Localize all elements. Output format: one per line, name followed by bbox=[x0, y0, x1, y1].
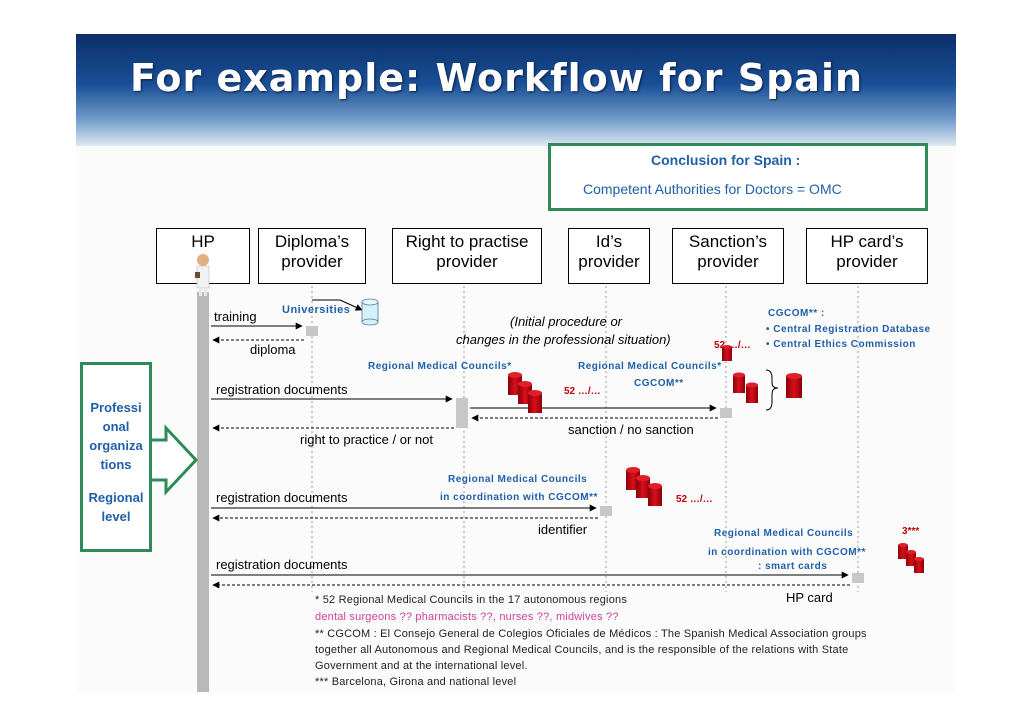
label-sanction: sanction / no sanction bbox=[568, 422, 694, 437]
activation-sanction bbox=[720, 408, 732, 418]
label-52-c: 52 …/… bbox=[676, 494, 713, 505]
lifelines bbox=[311, 286, 859, 592]
footnote-6: *** Barcelona, Girona and national level bbox=[315, 676, 517, 688]
label-training: training bbox=[214, 309, 257, 324]
lane-diploma-subtitle: provider bbox=[281, 252, 343, 271]
side-line-6: level bbox=[101, 509, 131, 524]
lane-ids-title: Id’s bbox=[595, 232, 623, 251]
db-cluster-1 bbox=[508, 372, 542, 413]
lane-right-to-practise: Right to practise provider bbox=[392, 228, 542, 284]
label-right-or-not: right to practice / or not bbox=[300, 432, 433, 447]
side-line-4: tions bbox=[100, 457, 132, 472]
db-cluster-5 bbox=[626, 467, 662, 506]
lane-card-subtitle: provider bbox=[836, 252, 898, 271]
lane-ids-subtitle: provider bbox=[578, 252, 640, 271]
db-cluster-3 bbox=[733, 372, 758, 403]
lane-card-provider: HP card’s provider bbox=[806, 228, 928, 284]
label-reg-docs-2: registration documents bbox=[216, 490, 348, 505]
conclusion-heading: Conclusion for Spain : bbox=[651, 152, 801, 168]
label-coord-3: in coordination with CGCOM** bbox=[440, 492, 598, 503]
activation-card bbox=[852, 573, 864, 583]
side-line-1: Professi bbox=[90, 400, 142, 415]
lane-sanction-title: Sanction’s bbox=[688, 232, 768, 251]
brace bbox=[765, 369, 779, 411]
db-cluster-6 bbox=[898, 543, 924, 573]
label-hp-card: HP card bbox=[786, 590, 833, 605]
label-cgcom-head: CGCOM** : bbox=[768, 308, 825, 319]
conclusion-text: Competent Authorities for Doctors = OMC bbox=[583, 181, 842, 197]
universities-db-icon bbox=[361, 298, 379, 326]
label-smart-cards: : smart cards bbox=[758, 561, 828, 572]
label-initial-2: changes in the professional situation) bbox=[456, 332, 671, 347]
hp-lifeline-bar bbox=[197, 292, 209, 692]
label-3-stars: 3*** bbox=[902, 526, 920, 537]
label-reg-docs-3: registration documents bbox=[216, 557, 348, 572]
label-52-a: 52 …/… bbox=[714, 340, 751, 351]
footnote-3: ** CGCOM : El Consejo General de Colegio… bbox=[315, 628, 867, 640]
lane-diploma-provider: Diploma’s provider bbox=[258, 228, 366, 284]
label-reg-docs-1: registration documents bbox=[216, 382, 348, 397]
lane-diploma-title: Diploma’s bbox=[274, 232, 350, 251]
slide-title: For example: Workflow for Spain bbox=[130, 56, 864, 100]
lane-sanction-provider: Sanction’s provider bbox=[672, 228, 784, 284]
label-52-b: 52 …/… bbox=[564, 386, 601, 397]
label-identifier: identifier bbox=[538, 522, 588, 537]
label-rmc-star-1: Regional Medical Councils* bbox=[368, 361, 512, 372]
label-rmc-4: Regional Medical Councils bbox=[714, 528, 854, 539]
footnote-1: * 52 Regional Medical Councils in the 17… bbox=[315, 594, 628, 606]
title-banner bbox=[76, 34, 956, 146]
label-rmc-3: Regional Medical Councils bbox=[448, 474, 588, 485]
footnote-2: dental surgeons ?? pharmacists ??, nurse… bbox=[315, 611, 619, 623]
activation-right bbox=[456, 398, 468, 428]
conclusion-box: Conclusion for Spain : Competent Authori… bbox=[548, 143, 928, 211]
db-cluster-4 bbox=[786, 373, 802, 398]
label-cgcom-2: CGCOM** bbox=[634, 378, 684, 389]
green-arrow bbox=[152, 424, 199, 496]
label-cgcom-reg: • Central Registration Database bbox=[766, 324, 931, 335]
lane-card-title: HP card’s bbox=[830, 232, 904, 251]
side-line-2: onal bbox=[102, 419, 130, 434]
doctor-icon bbox=[195, 254, 210, 296]
lane-right-subtitle: provider bbox=[436, 252, 498, 271]
lane-right-title: Right to practise bbox=[405, 232, 529, 251]
label-cgcom-eth: • Central Ethics Commission bbox=[766, 339, 916, 350]
side-box bbox=[80, 362, 152, 552]
db-cluster-2 bbox=[722, 345, 732, 361]
lane-sanction-subtitle: provider bbox=[697, 252, 759, 271]
label-coord-4: in coordination with CGCOM** bbox=[708, 547, 866, 558]
footnote-4: together all Autonomous and Regional Med… bbox=[315, 644, 849, 656]
label-initial-1: (Initial procedure or bbox=[510, 314, 622, 329]
lane-ids-provider: Id’s provider bbox=[568, 228, 650, 284]
activation-diploma bbox=[306, 326, 318, 336]
footnote-5: Government and at the international leve… bbox=[315, 660, 528, 672]
activation-ids bbox=[600, 506, 612, 516]
label-universities: Universities bbox=[282, 304, 351, 316]
label-diploma: diploma bbox=[250, 342, 296, 357]
side-line-5: Regional bbox=[88, 490, 144, 505]
lane-hp-title: HP bbox=[191, 232, 215, 251]
arrow-univ-db bbox=[339, 299, 363, 311]
label-rmc-star-2: Regional Medical Councils* bbox=[578, 361, 722, 372]
side-line-3: organiza bbox=[89, 438, 143, 453]
